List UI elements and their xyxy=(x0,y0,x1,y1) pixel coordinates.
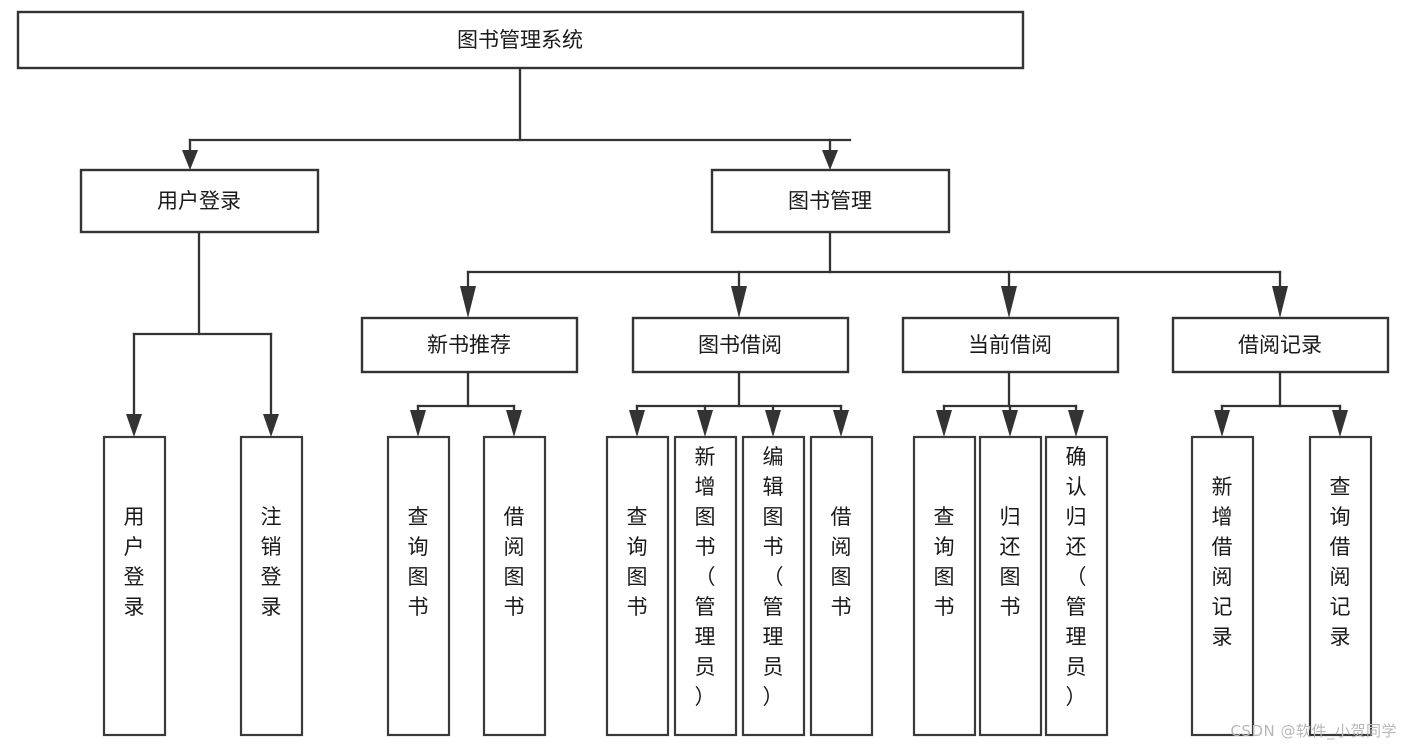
arrow-to-leaf-borrow-book-2 xyxy=(833,410,849,437)
node-leaf-logout-label: 注销登录 xyxy=(261,505,282,619)
node-new-book-rec-box[interactable] xyxy=(360,316,579,374)
node-leaf-query-book-1[interactable]: 查询图书 xyxy=(386,435,451,737)
node-leaf-borrow-book-1-box[interactable] xyxy=(482,435,547,737)
edge-group-book-borrow-to-leaves xyxy=(629,370,849,437)
node-leaf-return-book-label: 归还图书 xyxy=(1000,505,1021,619)
node-leaf-confirm-return-box[interactable] xyxy=(1044,435,1109,737)
node-leaf-add-book[interactable]: 新增图书（管理员） xyxy=(673,435,738,737)
node-leaf-borrow-book-2-label: 借阅图书 xyxy=(831,505,852,619)
node-leaf-logout-box[interactable] xyxy=(239,435,304,737)
edge-group-root-to-level1 xyxy=(182,66,852,170)
node-leaf-borrow-book-1[interactable]: 借阅图书 xyxy=(482,435,547,737)
node-new-book-rec[interactable]: 新书推荐 xyxy=(360,316,579,374)
node-leaf-edit-book-label: 编辑图书（管理员） xyxy=(763,445,784,709)
node-root-label: 图书管理系统 xyxy=(457,28,583,52)
node-leaf-query-book-1-box[interactable] xyxy=(386,435,451,737)
node-borrow-record[interactable]: 借阅记录 xyxy=(1171,316,1390,374)
node-leaf-add-record[interactable]: 新增借阅记录 xyxy=(1190,435,1255,737)
arrow-to-leaf-query-book-1 xyxy=(410,410,426,437)
arrow-to-leaf-return-book xyxy=(1002,410,1018,437)
edge-group-current-borrow-to-leaves xyxy=(936,370,1084,437)
arrow-to-borrow-record xyxy=(1272,286,1288,318)
node-leaf-user-login-label: 用户登录 xyxy=(124,505,145,619)
arrow-to-leaf-borrow-book-1 xyxy=(506,410,522,437)
node-leaf-query-book-2-box[interactable] xyxy=(605,435,670,737)
node-book-borrow-box[interactable] xyxy=(631,316,850,374)
node-leaf-confirm-return[interactable]: 确认归还（管理员） xyxy=(1044,435,1109,737)
arrow-to-leaf-add-record xyxy=(1214,410,1230,437)
node-current-borrow-label: 当前借阅 xyxy=(968,333,1052,357)
node-leaf-return-book-box[interactable] xyxy=(978,435,1043,737)
edge-group-user-login-to-leaves xyxy=(126,230,279,437)
node-leaf-query-record-box[interactable] xyxy=(1308,435,1373,737)
node-borrow-record-box[interactable] xyxy=(1171,316,1390,374)
node-root[interactable]: 图书管理系统 xyxy=(16,10,1025,70)
node-leaf-add-record-box[interactable] xyxy=(1190,435,1255,737)
node-leaf-edit-book[interactable]: 编辑图书（管理员） xyxy=(741,435,806,737)
node-leaf-query-book-2[interactable]: 查询图书 xyxy=(605,435,670,737)
node-leaf-borrow-book-2[interactable]: 借阅图书 xyxy=(809,435,874,737)
node-leaf-add-book-label: 新增图书（管理员） xyxy=(695,445,716,709)
node-leaf-confirm-return-label: 确认归还（管理员） xyxy=(1066,445,1087,709)
node-leaf-add-record-label: 新增借阅记录 xyxy=(1212,475,1233,649)
arrow-to-leaf-edit-book xyxy=(765,410,781,437)
node-borrow-record-label: 借阅记录 xyxy=(1238,333,1322,357)
arrow-to-leaf-add-book xyxy=(697,410,713,437)
arrow-to-leaf-query-book-3 xyxy=(936,410,952,437)
arrow-to-new-book-rec xyxy=(460,286,476,318)
node-book-borrow-label: 图书借阅 xyxy=(698,333,782,357)
edge-group-book-manage-to-level2 xyxy=(460,230,1288,318)
node-leaf-edit-book-box[interactable] xyxy=(741,435,806,737)
node-root-box[interactable] xyxy=(16,10,1025,70)
node-leaf-query-book-3-label: 查询图书 xyxy=(934,505,955,619)
node-book-manage-box[interactable] xyxy=(710,168,951,234)
edge-group-borrow-record-to-leaves xyxy=(1214,370,1348,437)
node-leaf-return-book[interactable]: 归还图书 xyxy=(978,435,1043,737)
arrow-to-user-login xyxy=(182,150,198,170)
node-leaf-add-book-box[interactable] xyxy=(673,435,738,737)
node-leaf-borrow-book-2-box[interactable] xyxy=(809,435,874,737)
csdn-watermark: CSDN @软件_小贺同学 xyxy=(1230,722,1397,740)
node-leaf-borrow-book-1-label: 借阅图书 xyxy=(504,505,525,619)
node-leaf-query-book-3[interactable]: 查询图书 xyxy=(912,435,977,737)
node-book-borrow[interactable]: 图书借阅 xyxy=(631,316,850,374)
arrow-to-leaf-query-record xyxy=(1332,410,1348,437)
arrow-to-leaf-user-login xyxy=(126,414,142,437)
node-leaf-user-login[interactable]: 用户登录 xyxy=(102,435,167,737)
node-book-manage-label: 图书管理 xyxy=(788,189,872,213)
arrow-to-book-manage xyxy=(822,150,838,170)
node-leaf-query-book-2-label: 查询图书 xyxy=(627,505,648,619)
node-user-login-box[interactable] xyxy=(79,168,320,234)
node-book-manage[interactable]: 图书管理 xyxy=(710,168,951,234)
node-user-login[interactable]: 用户登录 xyxy=(79,168,320,234)
node-leaf-query-book-3-box[interactable] xyxy=(912,435,977,737)
arrow-to-leaf-confirm-return xyxy=(1068,410,1084,437)
node-leaf-logout[interactable]: 注销登录 xyxy=(239,435,304,737)
node-user-login-label: 用户登录 xyxy=(157,189,241,213)
node-leaf-query-record[interactable]: 查询借阅记录 xyxy=(1308,435,1373,737)
arrow-to-book-borrow xyxy=(731,286,747,318)
node-leaf-query-record-label: 查询借阅记录 xyxy=(1330,475,1351,649)
arrow-to-current-borrow xyxy=(1001,286,1017,318)
node-current-borrow-box[interactable] xyxy=(901,316,1120,374)
node-new-book-rec-label: 新书推荐 xyxy=(427,333,511,357)
node-leaf-query-book-1-label: 查询图书 xyxy=(408,505,429,619)
node-leaf-user-login-box[interactable] xyxy=(102,435,167,737)
arrow-to-leaf-logout xyxy=(263,414,279,437)
node-current-borrow[interactable]: 当前借阅 xyxy=(901,316,1120,374)
arrow-to-leaf-query-book-2 xyxy=(629,410,645,437)
edge-group-new-book-rec-to-leaves xyxy=(410,370,522,437)
